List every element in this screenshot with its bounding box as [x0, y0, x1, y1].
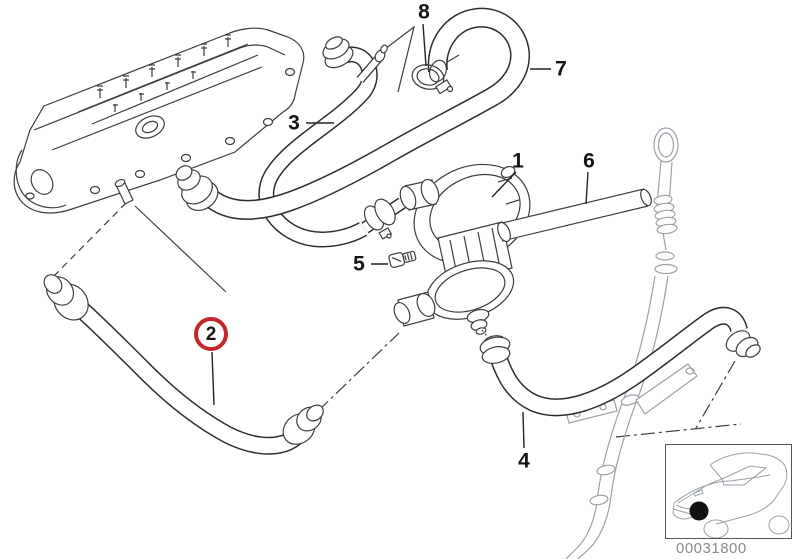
leader-lines	[211, 23, 589, 449]
callout-2-highlight-ring[interactable]: 2	[194, 317, 228, 351]
callout-8[interactable]: 8	[418, 0, 430, 24]
pressure-regulating-valve-drawing	[393, 163, 531, 335]
callout-2: 2	[205, 323, 217, 345]
valve-cover-drawing	[13, 27, 305, 214]
car-outline-drawing	[672, 452, 790, 539]
callout-1[interactable]: 1	[512, 149, 524, 173]
vent-pipe-4-drawing	[479, 306, 761, 417]
cover-mount-tabs	[89, 67, 296, 195]
dipstick-bracket-upper	[635, 363, 698, 415]
pipe-6-drawing	[497, 188, 652, 243]
location-dot	[689, 501, 709, 521]
car-location-thumbnail	[665, 444, 792, 539]
callout-5[interactable]: 5	[353, 252, 365, 276]
oil-filler-cap	[135, 115, 165, 139]
callout-3[interactable]: 3	[288, 111, 300, 135]
callout-4[interactable]: 4	[518, 449, 530, 473]
hose-clamp-8-drawing	[411, 64, 454, 95]
break-mark	[380, 25, 415, 93]
vent-hose-3-drawing	[258, 36, 406, 248]
vent-hose-2-drawing	[43, 274, 324, 455]
cover-vent-port	[114, 178, 134, 205]
diagram-number: 00031800	[676, 540, 747, 557]
projection-lines	[49, 25, 742, 438]
callout-7[interactable]: 7	[555, 57, 567, 81]
screw-5-drawing	[388, 250, 417, 268]
cover-studs	[97, 34, 231, 112]
vent-hose-7-drawing	[175, 7, 530, 220]
callout-6[interactable]: 6	[583, 149, 595, 173]
